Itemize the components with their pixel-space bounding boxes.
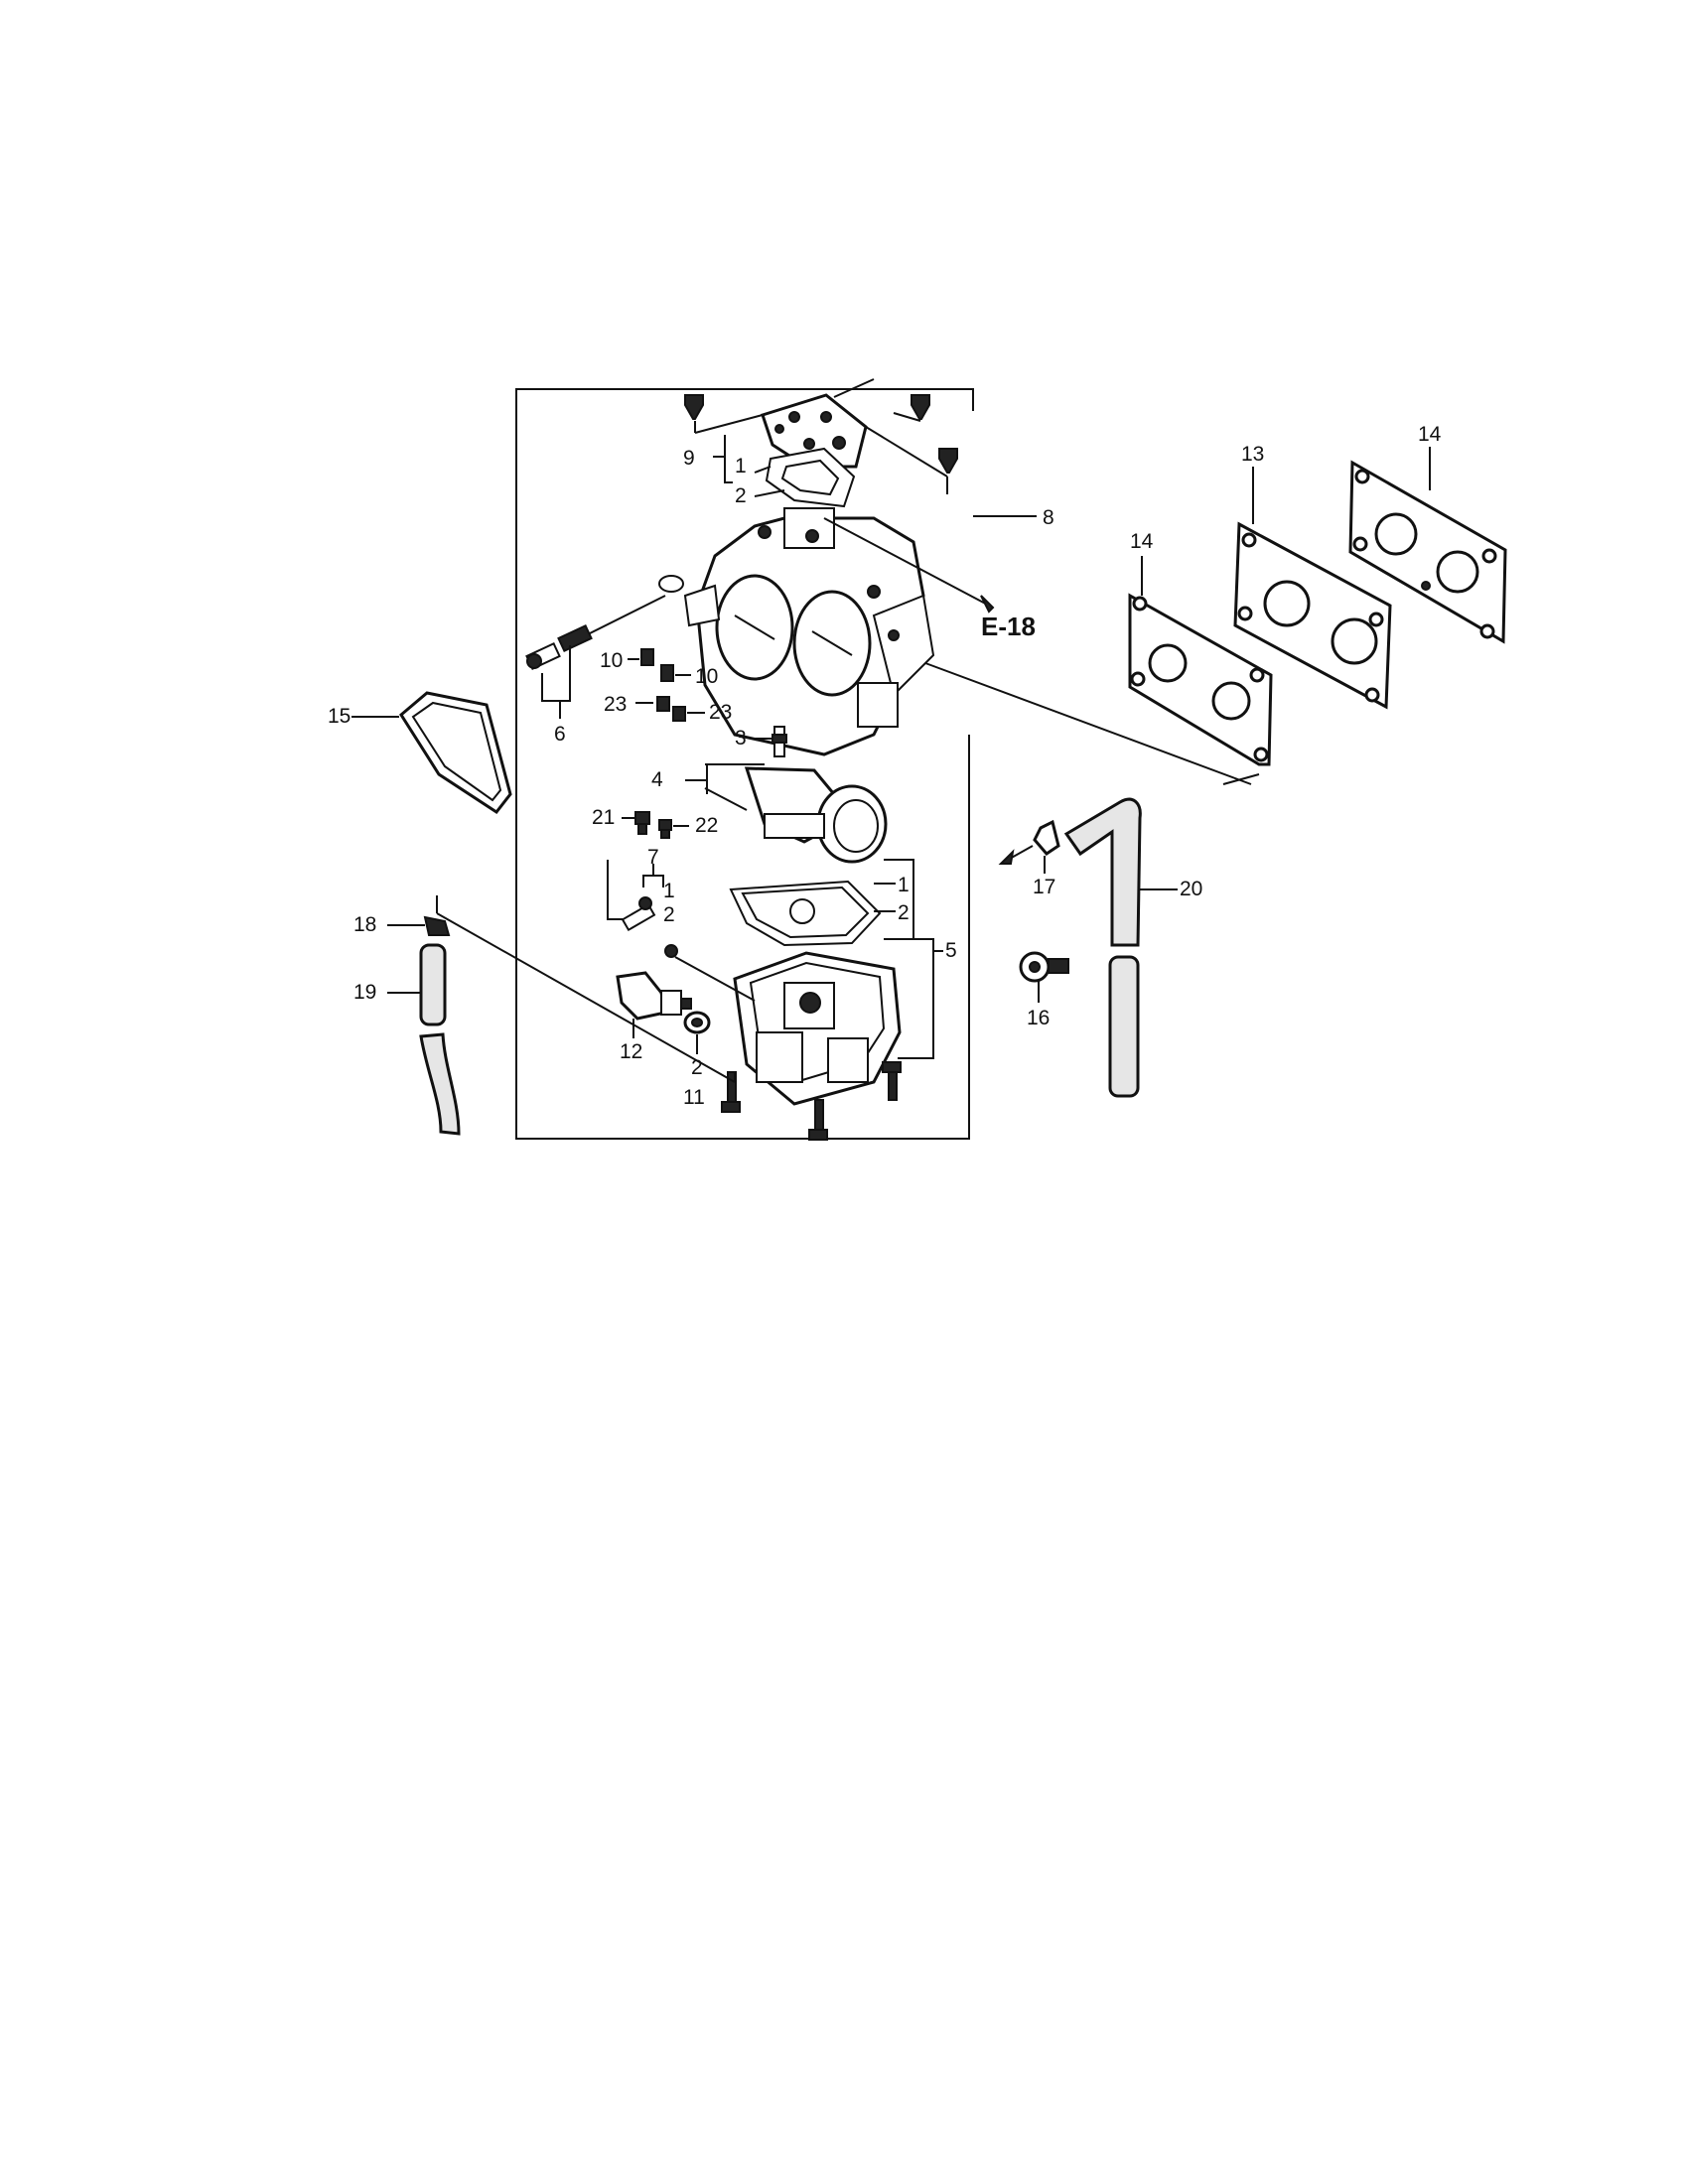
callout-1-right: 1	[898, 874, 910, 896]
jet-23	[656, 696, 686, 722]
gasket-14-left	[1128, 593, 1273, 766]
callout-15: 15	[328, 705, 351, 728]
gasket-14-right	[1348, 460, 1507, 644]
callout-14-right: 14	[1418, 423, 1442, 446]
callout-11: 11	[683, 1086, 705, 1109]
solenoid-12	[616, 971, 692, 1021]
callout-7: 7	[647, 846, 659, 869]
callout-2-low: 2	[691, 1056, 703, 1079]
hose-clip-18	[423, 915, 451, 936]
callout-13: 13	[1241, 443, 1264, 466]
callout-23-b: 23	[709, 701, 732, 724]
carburetor-body	[658, 507, 935, 756]
assembly-frame	[515, 388, 974, 1140]
callout-2-mid: 2	[663, 903, 675, 926]
gasket-13	[1233, 521, 1392, 710]
top-gasket	[765, 447, 856, 508]
callout-10-a: 10	[600, 649, 623, 672]
callout-12: 12	[620, 1040, 642, 1063]
callout-19: 19	[353, 981, 376, 1004]
screw-21	[634, 811, 650, 835]
callout-9: 9	[683, 447, 695, 470]
hose-19	[419, 943, 461, 1136]
callout-17: 17	[1033, 876, 1055, 898]
callout-21: 21	[592, 806, 615, 829]
cover-screw	[684, 394, 958, 474]
callout-3: 3	[735, 727, 747, 750]
washer-2	[683, 1011, 711, 1034]
reference-e18: E-18	[981, 612, 1036, 641]
pilot-screw-6	[525, 623, 593, 671]
callout-18: 18	[353, 913, 376, 936]
hose-20	[1063, 797, 1142, 1098]
callout-22: 22	[695, 814, 718, 837]
callout-16: 16	[1027, 1007, 1050, 1029]
callout-1-mid: 1	[663, 880, 675, 902]
clamp-16	[1019, 951, 1069, 983]
callout-14-left: 14	[1130, 530, 1154, 553]
callout-23-a: 23	[604, 693, 627, 716]
o-ring-15	[399, 691, 512, 815]
callout-2-top: 2	[735, 484, 747, 507]
callout-10-b: 10	[695, 665, 718, 688]
float-bowl-gasket	[729, 880, 882, 947]
top-cover-plate	[761, 393, 868, 469]
float-4	[704, 766, 888, 864]
callout-4: 4	[651, 768, 663, 791]
callout-20: 20	[1180, 878, 1202, 900]
main-jet-7	[621, 896, 678, 958]
callout-8: 8	[1043, 506, 1054, 529]
float-bowl-5	[733, 951, 902, 1106]
jet-10	[640, 648, 674, 682]
drain-screw-11	[721, 1061, 902, 1141]
callout-6: 6	[554, 723, 566, 746]
callout-5: 5	[945, 939, 957, 962]
gasket-17	[1033, 819, 1060, 856]
callout-1-top: 1	[735, 455, 747, 478]
callout-2-right: 2	[898, 901, 910, 924]
needle-3	[772, 726, 787, 757]
screw-22	[658, 819, 672, 839]
